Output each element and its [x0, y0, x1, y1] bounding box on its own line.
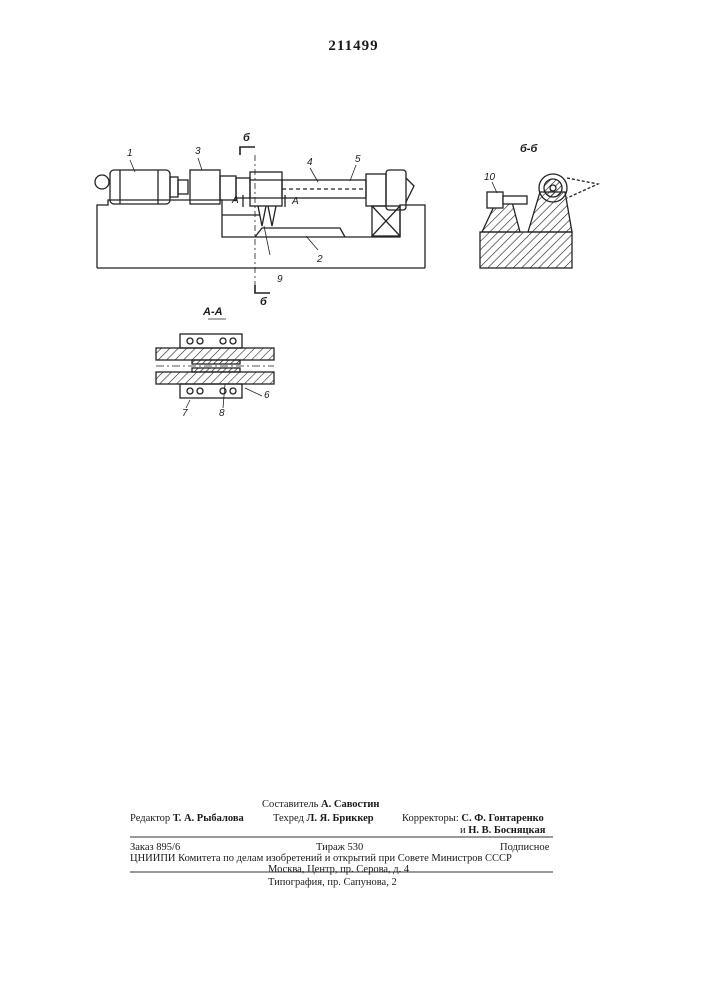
arrow-a-left-label: А	[232, 195, 239, 206]
editor-label: Редактор	[130, 813, 170, 824]
compiler-label: Составитель	[262, 799, 318, 810]
corrector-2-prefix: и	[460, 825, 466, 836]
section-bb-view	[480, 174, 598, 268]
callout-10: 10	[484, 172, 495, 183]
techred-label: Техред	[273, 813, 304, 824]
callout-1: 1	[127, 148, 133, 159]
arrow-a-right-label: А	[292, 196, 299, 207]
corrector-2: Н. В. Босняцкая	[468, 825, 545, 836]
callout-7: 7	[182, 408, 188, 419]
section-bb-top-label: б	[243, 132, 250, 144]
correctors-line: Корректоры: С. Ф. Гонтаренко	[402, 813, 544, 824]
techred-line: Техред Л. Я. Бриккер	[273, 813, 374, 824]
section-bb-bottom-label: б	[260, 296, 267, 308]
section-bb-title: б-б	[520, 143, 537, 155]
compiler-line: Составитель А. Савостин	[262, 799, 379, 810]
callout-6: 6	[264, 390, 270, 401]
order-number: Заказ 895/6	[130, 842, 180, 853]
machine-side-view	[95, 147, 425, 293]
correctors-label: Корректоры:	[402, 813, 459, 824]
section-aa-title: А-А	[203, 306, 223, 318]
corrector-2-line: и Н. В. Босняцкая	[460, 825, 545, 836]
subscription: Подписное	[500, 842, 549, 853]
organization-line: ЦНИИПИ Комитета по делам изобретений и о…	[130, 853, 512, 864]
compiler-name: А. Савостин	[321, 799, 379, 810]
editor-name: Т. А. Рыбалова	[173, 813, 244, 824]
section-aa-view	[156, 319, 274, 408]
corrector-1: С. Ф. Гонтаренко	[461, 813, 543, 824]
editor-line: Редактор Т. А. Рыбалова	[130, 813, 244, 824]
circulation: Тираж 530	[316, 842, 363, 853]
callout-8: 8	[219, 408, 225, 419]
address-line: Москва, Центр, пр. Серова, д. 4	[268, 864, 409, 875]
printer-line: Типография, пр. Сапунова, 2	[268, 877, 397, 888]
callout-5: 5	[355, 154, 361, 165]
callout-4: 4	[307, 157, 313, 168]
callout-3: 3	[195, 146, 201, 157]
callout-2: 2	[317, 254, 323, 265]
callout-9: 9	[277, 274, 283, 285]
techred-name: Л. Я. Бриккер	[307, 813, 374, 824]
